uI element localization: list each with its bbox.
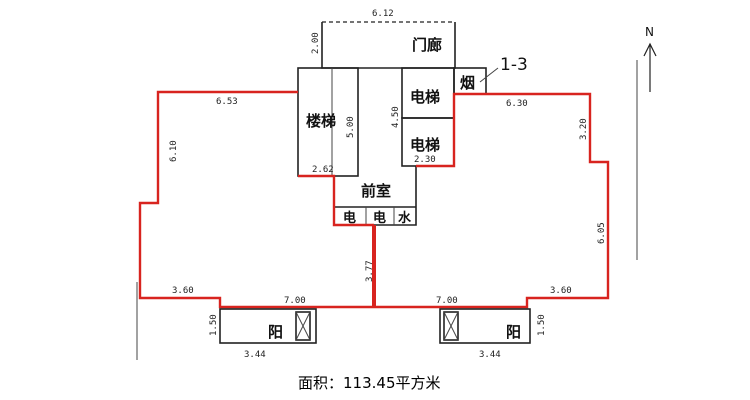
callout-label: 1-3 xyxy=(500,55,528,75)
stairs-label: 楼梯 xyxy=(306,112,336,130)
dim-stair-height: 5.00 xyxy=(346,116,356,138)
dim-center-wall: 3.77 xyxy=(365,260,375,282)
balcony-right-label: 阳 xyxy=(506,323,521,341)
porch-label: 门廊 xyxy=(412,36,442,54)
dim-right-top: 6.30 xyxy=(506,99,528,109)
electric-2-label: 电 xyxy=(373,210,386,226)
dim-left-south: 7.00 xyxy=(284,296,306,306)
dim-left-top: 6.53 xyxy=(216,97,238,107)
elevator-upper-label: 电梯 xyxy=(410,88,440,106)
left-balcony xyxy=(219,308,317,344)
north-label: N xyxy=(645,25,654,39)
left-unit-boundary xyxy=(138,90,374,309)
right-balcony xyxy=(439,308,531,344)
balcony-left-label: 阳 xyxy=(268,323,283,341)
callout-leader xyxy=(479,67,499,83)
elevator-lower-label: 电梯 xyxy=(410,136,440,154)
dim-left-side: 6.10 xyxy=(169,140,179,162)
north-arrow-icon xyxy=(643,42,657,92)
dim-porch-depth: 2.00 xyxy=(311,32,321,54)
dim-left-step: 3.60 xyxy=(172,286,194,296)
dim-porch-width: 6.12 xyxy=(372,9,394,19)
dim-right-step: 3.60 xyxy=(550,286,572,296)
chimney-label: 烟 xyxy=(460,74,475,92)
area-caption: 面积：113.45平方米 xyxy=(298,374,441,392)
right-unit-boundary xyxy=(374,92,610,309)
dim-right-balcony-depth: 1.50 xyxy=(537,314,547,336)
dim-right-balcony-width: 3.44 xyxy=(479,350,501,360)
dim-right-south: 7.00 xyxy=(436,296,458,306)
dim-elevator-height: 4.50 xyxy=(391,106,401,128)
dim-right-upper-side: 3.20 xyxy=(579,118,589,140)
water-label: 水 xyxy=(398,210,412,226)
left-unit-connector xyxy=(298,174,374,227)
electric-1-label: 电 xyxy=(343,210,356,226)
dim-stair-width: 2.62 xyxy=(312,165,334,175)
dim-left-balcony-depth: 1.50 xyxy=(209,314,219,336)
right-unit-connector xyxy=(416,92,486,168)
porch-room xyxy=(321,21,456,69)
dim-right-side: 6.05 xyxy=(597,222,607,244)
dim-elevator-width: 2.30 xyxy=(414,155,436,165)
dim-left-balcony-width: 3.44 xyxy=(244,350,266,360)
lobby-label: 前室 xyxy=(361,182,391,200)
